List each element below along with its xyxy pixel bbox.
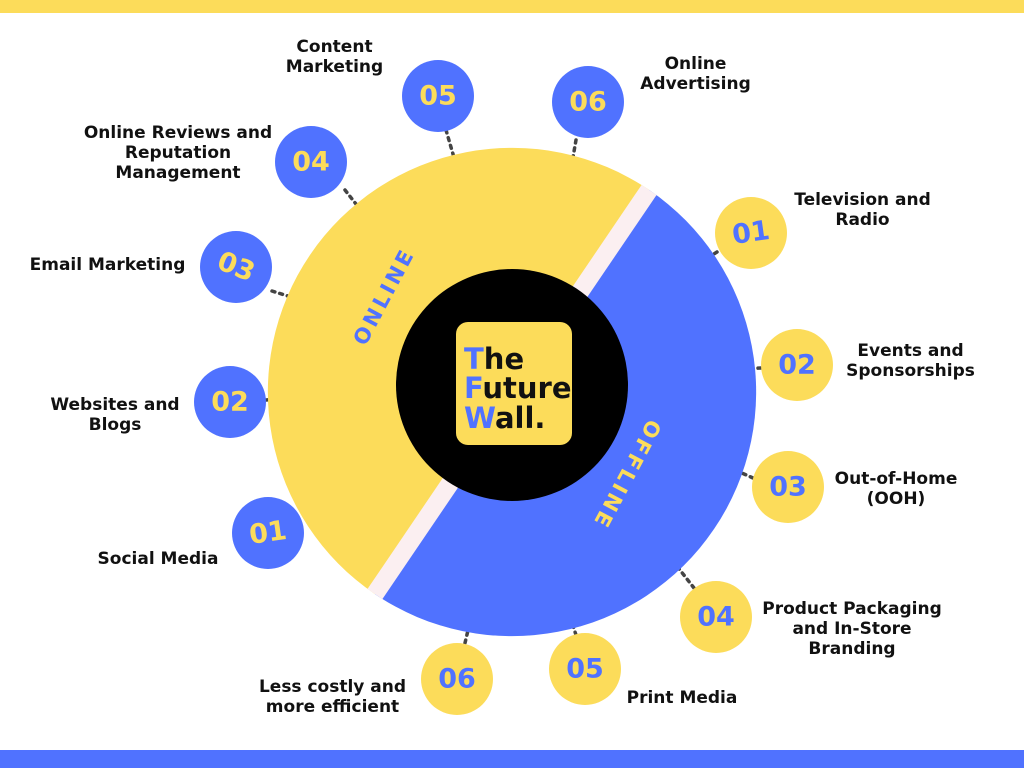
svg-text:The: The <box>464 342 524 376</box>
offline-item-01-badge: 01 <box>715 197 787 269</box>
offline-item-06-badge: 06 <box>421 643 493 715</box>
online-item-01-label: Social Media <box>97 549 219 569</box>
offline-item-01-label: Television and Radio <box>794 190 931 230</box>
online-item-01-badge: 01 <box>232 497 304 569</box>
online-item-06-badge: 06 <box>552 66 624 138</box>
offline-item-03-number: 03 <box>769 472 807 503</box>
logo-word-wall: all. <box>495 401 545 435</box>
online-item-06-label: Online Advertising <box>640 54 751 94</box>
online-item-06-number: 06 <box>569 87 607 118</box>
online-item-03-label: Email Marketing <box>29 255 186 275</box>
offline-item-05-number: 05 <box>566 654 604 685</box>
online-item-05-badge: 05 <box>402 60 474 132</box>
svg-text:Future: Future <box>464 371 572 405</box>
offline-item-03-label: Out-of-Home (OOH) <box>834 469 958 509</box>
online-item-03-badge: 03 <box>200 231 272 303</box>
offline-item-01-number: 01 <box>730 215 772 251</box>
online-item-01-number: 01 <box>247 515 289 551</box>
offline-item-04-number: 04 <box>697 602 735 633</box>
logo-tile <box>456 322 572 445</box>
online-item-02-number: 02 <box>211 387 249 418</box>
offline-item-02-label: Events and Sponsorships <box>846 341 975 381</box>
logo-word-future: uture <box>482 371 571 405</box>
online-item-04-badge: 04 <box>275 126 347 198</box>
online-item-02-badge: 02 <box>194 366 266 438</box>
offline-item-02-number: 02 <box>778 350 816 381</box>
offline-items: 01 02 03 04 05 06 <box>421 197 833 715</box>
online-item-04-label: Online Reviews and Reputation Management <box>83 123 273 183</box>
offline-item-05-label: Print Media <box>626 688 738 708</box>
online-item-04-number: 04 <box>292 147 330 178</box>
logo-letter-f: F <box>464 371 482 405</box>
svg-text:Wall.: Wall. <box>464 401 545 435</box>
offline-item-04-label: Product Packaging and In-Store Branding <box>762 599 942 659</box>
bottom-bar <box>0 750 1024 768</box>
future-wall-logo: The Future Wall. <box>456 322 572 445</box>
offline-item-06-number: 06 <box>438 664 476 695</box>
logo-word-the: he <box>484 342 524 376</box>
online-item-05-number: 05 <box>419 81 457 112</box>
logo-letter-t: T <box>464 342 484 376</box>
offline-item-05-badge: 05 <box>549 633 621 705</box>
offline-item-06-label: Less costly and more efficient <box>258 677 407 717</box>
online-item-05-label: Content Marketing <box>285 37 384 77</box>
top-bar <box>0 0 1024 13</box>
logo-letter-w: W <box>464 401 496 435</box>
offline-item-02-badge: 02 <box>761 329 833 401</box>
offline-item-03-badge: 03 <box>752 451 824 523</box>
offline-item-04-badge: 04 <box>680 581 752 653</box>
online-items: 01 02 03 04 05 06 <box>194 60 624 569</box>
online-item-02-label: Websites and Blogs <box>50 395 180 435</box>
